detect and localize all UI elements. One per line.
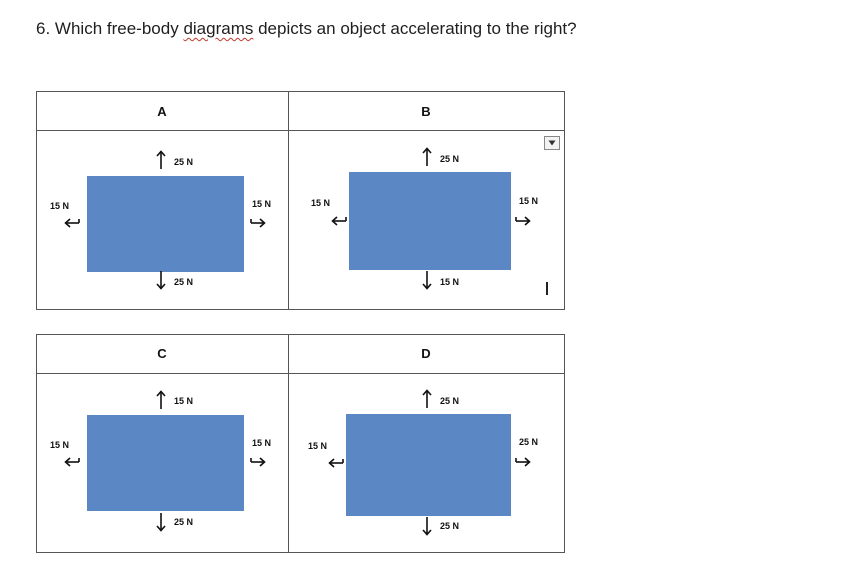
left-arrow-icon: [331, 216, 347, 226]
left-arrow-icon: [64, 457, 80, 467]
question-text: 6. Which free-body diagrams depicts an o…: [36, 19, 577, 39]
up-arrow-icon: [156, 390, 166, 409]
diagram-a-object: [87, 176, 244, 272]
diagram-d-force-left: 15 N: [308, 441, 328, 451]
diagram-c-force-right: 15 N: [252, 438, 272, 448]
right-arrow-icon: [250, 218, 266, 228]
right-arrow-icon: [250, 457, 266, 467]
diagram-d-force-top: 25 N: [440, 396, 460, 406]
answer-dropdown[interactable]: [544, 136, 560, 150]
diagram-b-force-left: 15 N: [311, 198, 331, 208]
diagram-table-top: [36, 91, 565, 310]
diagram-label-c: C: [157, 346, 167, 361]
diagram-a-force-top: 25 N: [174, 157, 194, 167]
diagram-d-force-bottom: 25 N: [440, 521, 460, 531]
text-cursor-icon: [546, 282, 548, 295]
diagram-label-d: D: [421, 346, 431, 361]
diagram-table-top-divider: [288, 91, 289, 310]
diagram-label-a: A: [157, 104, 167, 119]
question-text-end: depicts an object accelerating to the ri…: [258, 19, 577, 38]
diagram-table-bottom: [36, 334, 565, 553]
up-arrow-icon: [422, 147, 432, 166]
question-number: 6.: [36, 19, 51, 38]
diagram-a-force-bottom: 25 N: [174, 277, 194, 287]
diagram-a-force-right: 15 N: [252, 199, 272, 209]
diagram-b-force-right: 15 N: [519, 196, 539, 206]
diagram-table-top-header: [36, 91, 565, 131]
question-text-start: Which free-body: [54, 19, 179, 38]
diagram-b-object: [349, 172, 511, 270]
diagram-c-force-bottom: 25 N: [174, 517, 194, 527]
diagram-table-bottom-header: [36, 334, 565, 374]
diagram-table-bottom-divider: [288, 334, 289, 553]
diagram-b-force-top: 25 N: [440, 154, 460, 164]
up-arrow-icon: [422, 389, 432, 408]
right-arrow-icon: [515, 216, 531, 226]
diagram-c-force-left: 15 N: [50, 440, 70, 450]
up-arrow-icon: [156, 150, 166, 169]
down-arrow-icon: [422, 271, 432, 290]
left-arrow-icon: [64, 218, 80, 228]
right-arrow-icon: [515, 457, 531, 467]
down-arrow-icon: [422, 517, 432, 536]
question-text-misspelled: diagrams: [183, 19, 254, 38]
diagram-b-force-bottom: 15 N: [440, 277, 460, 287]
diagram-a-force-left: 15 N: [50, 201, 70, 211]
diagram-d-object: [346, 414, 511, 516]
diagram-c-force-top: 15 N: [174, 396, 194, 406]
diagram-label-b: B: [421, 104, 431, 119]
down-arrow-icon: [156, 271, 166, 290]
left-arrow-icon: [328, 458, 344, 468]
down-arrow-icon: [156, 513, 166, 532]
dropdown-arrow-icon: [548, 140, 556, 146]
diagram-c-object: [87, 415, 244, 511]
diagram-d-force-right: 25 N: [519, 437, 539, 447]
